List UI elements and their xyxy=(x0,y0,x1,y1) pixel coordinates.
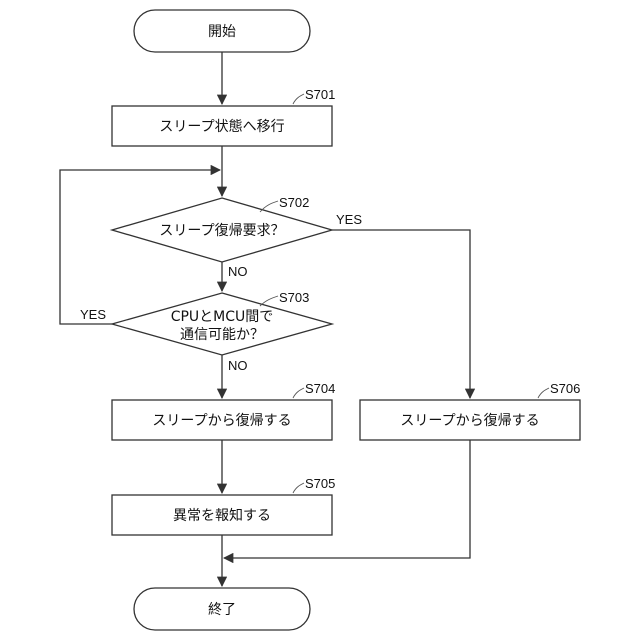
decision-s703: CPUとMCU間で 通信可能か？ S703 xyxy=(112,290,332,355)
process-s704: スリープから復帰する S704 xyxy=(112,381,335,440)
s705-leader xyxy=(293,483,304,493)
s703-yes-label: YES xyxy=(80,307,106,322)
s704-step: S704 xyxy=(305,381,335,396)
process-s705: 異常を報知する S705 xyxy=(112,476,335,535)
s703-step: S703 xyxy=(279,290,309,305)
start-terminal: 開始 xyxy=(134,10,310,52)
s703-label-line2: 通信可能か？ xyxy=(180,327,264,343)
s703-no-label: NO xyxy=(228,358,248,373)
process-s701: スリープ状態へ移行 S701 xyxy=(112,87,335,146)
s701-label: スリープ状態へ移行 xyxy=(159,119,284,135)
s701-step: S701 xyxy=(305,87,335,102)
s706-step: S706 xyxy=(550,381,580,396)
s702-no-label: NO xyxy=(228,264,248,279)
end-label: 終了 xyxy=(208,602,236,618)
s704-label: スリープから復帰する xyxy=(152,412,291,429)
s706-leader xyxy=(538,388,549,398)
s702-step: S702 xyxy=(279,195,309,210)
s704-leader xyxy=(293,388,304,398)
decision-s702: スリープ復帰要求？ S702 xyxy=(112,195,332,262)
arrow-s702-yes-to-s706 xyxy=(332,230,470,398)
s702-yes-label: YES xyxy=(336,212,362,227)
start-label: 開始 xyxy=(208,24,236,40)
s702-label: スリープ復帰要求？ xyxy=(159,222,284,239)
s705-step: S705 xyxy=(305,476,335,491)
s705-label: 異常を報知する xyxy=(173,507,271,524)
s703-label-line1: CPUとMCU間で xyxy=(171,309,274,325)
end-terminal: 終了 xyxy=(134,588,310,630)
s706-label: スリープから復帰する xyxy=(400,412,539,429)
s701-leader xyxy=(293,94,304,104)
